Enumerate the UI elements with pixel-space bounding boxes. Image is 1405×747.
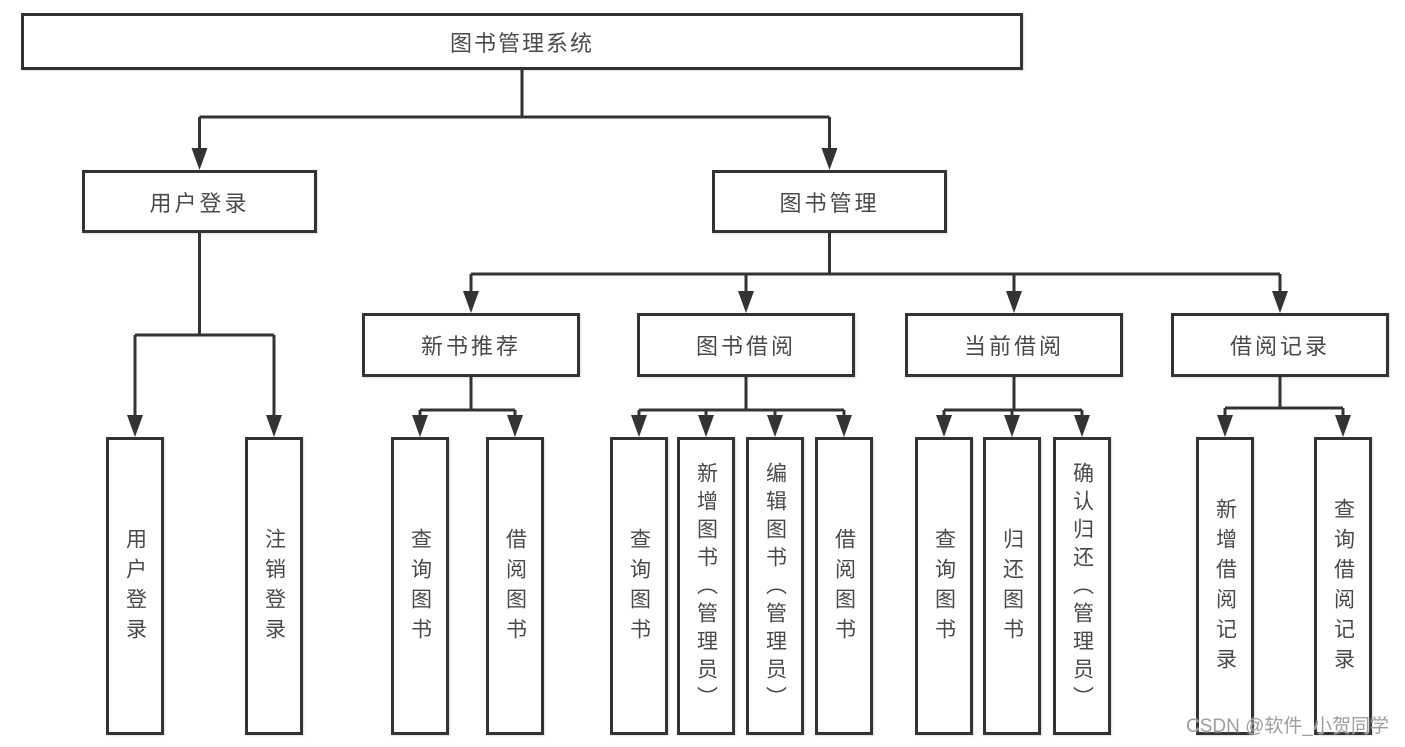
leaf-current-query-book: 查询图书 — [915, 437, 973, 735]
node-new-book-rec: 新书推荐 — [362, 313, 580, 377]
arrow-down-icon — [1006, 291, 1022, 313]
leaf-borrow-borrow-book: 借阅图书 — [815, 437, 873, 735]
connector-path — [1223, 377, 1345, 419]
arrow-down-icon — [698, 415, 714, 437]
leaf-record-query-record: 查询借阅记录 — [1314, 437, 1372, 735]
node-label: 当前借阅 — [963, 334, 1064, 359]
connector-borrow-record-children — [1217, 377, 1351, 437]
connector-path — [637, 377, 846, 419]
leaf-newrec-borrow-book: 借阅图书 — [486, 437, 544, 735]
node-label: 查询图书 — [932, 528, 956, 648]
connector-new-book-children — [412, 377, 523, 437]
arrow-down-icon — [836, 415, 852, 437]
arrow-down-icon — [412, 415, 428, 437]
connector-current-borrow-children — [936, 377, 1090, 437]
node-label: 新增借阅记录 — [1213, 498, 1237, 678]
node-label: 查询借阅记录 — [1331, 498, 1355, 678]
connector-user-login-children — [127, 233, 282, 437]
leaf-borrow-add-book-admin: 新增图书（管理员） — [677, 437, 735, 735]
leaf-borrow-query-book: 查询图书 — [610, 437, 668, 735]
arrow-down-icon — [767, 415, 783, 437]
arrow-down-icon — [1074, 415, 1090, 437]
connector-path — [418, 377, 517, 419]
leaf-user-login: 用户登录 — [106, 437, 164, 735]
node-current-borrow: 当前借阅 — [905, 313, 1123, 377]
connector-path — [198, 68, 831, 152]
connector-book-mgmt-children — [463, 233, 1288, 313]
arrow-down-icon — [1217, 415, 1233, 437]
node-borrow-record: 借阅记录 — [1171, 313, 1389, 377]
arrow-down-icon — [191, 148, 208, 170]
node-label: 借阅记录 — [1229, 334, 1330, 359]
connector-path — [942, 377, 1084, 419]
node-label: 确认归还（管理员） — [1070, 462, 1094, 714]
arrow-down-icon — [631, 415, 647, 437]
connector-book-borrow-children — [631, 377, 852, 437]
leaf-newrec-query-book: 查询图书 — [391, 437, 449, 735]
node-label: 借阅图书 — [832, 528, 856, 648]
leaf-borrow-edit-book-admin: 编辑图书（管理员） — [746, 437, 804, 735]
node-label: 查询图书 — [627, 528, 651, 648]
arrow-down-icon — [1004, 415, 1020, 437]
arrow-down-icon — [507, 415, 523, 437]
node-label: 用户登录 — [123, 528, 147, 648]
node-label: 新书推荐 — [420, 334, 521, 359]
arrow-down-icon — [738, 291, 754, 313]
node-label: 用户登录 — [149, 190, 250, 216]
node-label: 查询图书 — [408, 528, 432, 648]
node-label: 图书管理 — [779, 190, 880, 216]
connector-path — [469, 233, 1282, 295]
leaf-record-add-record: 新增借阅记录 — [1196, 437, 1254, 735]
arrow-down-icon — [463, 291, 479, 313]
leaf-current-return-book: 归还图书 — [983, 437, 1041, 735]
arrow-down-icon — [821, 148, 838, 170]
node-label: 借阅图书 — [503, 528, 527, 648]
node-label: 归还图书 — [1000, 528, 1024, 648]
leaf-logout: 注销登录 — [245, 437, 303, 735]
node-label: 图书借阅 — [695, 334, 796, 359]
node-label: 新增图书（管理员） — [694, 462, 718, 714]
node-label: 图书管理系统 — [449, 30, 594, 56]
leaf-current-confirm-return-admin: 确认归还（管理员） — [1053, 437, 1111, 735]
connector-root-to-branches — [191, 68, 838, 170]
node-root: 图书管理系统 — [21, 13, 1023, 70]
arrow-down-icon — [1272, 291, 1288, 313]
node-label: 注销登录 — [262, 528, 286, 648]
arrow-down-icon — [1335, 415, 1351, 437]
node-book-borrow: 图书借阅 — [637, 313, 855, 377]
node-book-mgmt: 图书管理 — [712, 170, 947, 233]
arrow-down-icon — [936, 415, 952, 437]
arrow-down-icon — [127, 415, 143, 437]
arrow-down-icon — [266, 415, 282, 437]
node-label: 编辑图书（管理员） — [763, 462, 787, 714]
connector-path — [133, 233, 276, 419]
node-user-login: 用户登录 — [82, 170, 317, 233]
watermark: CSDN @软件_小贺同学 — [1186, 716, 1389, 737]
